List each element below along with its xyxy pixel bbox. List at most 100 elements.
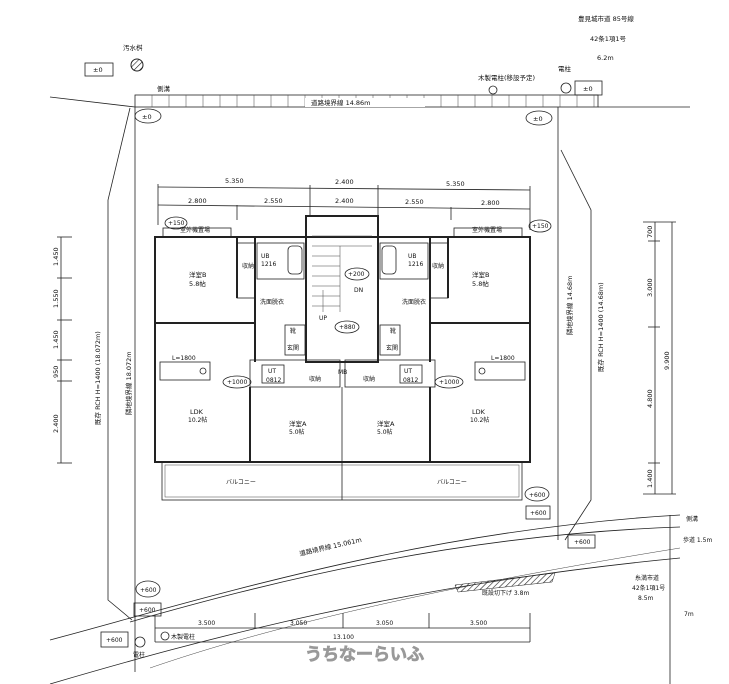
sidewalk-label: 歩道 1.5m [683,536,712,544]
dim-label: 3.050 [290,620,307,627]
stairs-down-label: DN [354,287,363,294]
bottom-gutter-label: 側溝 [686,515,698,523]
dim-label: 5.350 [225,177,244,185]
right-dimensions: 700 3.000 4.800 1.400 9.900 隣地境界線 14.68m… [565,221,676,495]
lot-boundaries: ±0 ±0 [107,107,592,672]
level-label: +880 [339,324,356,331]
dim-label: 2.400 [52,414,60,433]
dim-label: 3.050 [376,620,393,627]
wood-pole-label: 木製電柱 [171,633,195,641]
wood-pole-icon [488,85,498,95]
ut-label: UT [404,368,412,375]
distance-label: 7m [684,611,694,618]
storage-label: 収納 [432,262,444,270]
room-western-b-right: 洋室B [472,270,489,279]
outdoor-unit-label: 室外機置場 [180,226,210,234]
level-label: +600 [574,539,591,546]
top-road-info: 豊見城市道 85号線 42条1項1号 6.2m 汚水桝 ±0 側溝 木製電柱(移… [84,14,634,96]
balcony-label: バルコニー [437,479,467,486]
watermark: うちなーらいふ [305,645,424,665]
room-western-a-left: 洋室A [289,419,307,428]
stairs-up-label: UP [319,315,327,322]
outdoor-unit-label: 室外機置場 [472,226,502,234]
level-label: +600 [529,492,546,499]
top-dimensions: 5.350 2.400 5.350 2.800 2.550 2.400 2.55… [157,177,531,230]
level-label: ±0 [583,85,593,93]
level-label: ±0 [93,66,103,74]
dim-total-label: 9.900 [663,351,671,370]
ut-size: 0812 [266,377,281,384]
room-labels: 洋室B 5.8帖 洋室B 5.8帖 収納 収納 UB 1216 UB 1216 … [172,226,515,486]
right-boundary-label: 隣地境界線 14.68m [565,275,574,335]
dim-label: 4.800 [646,389,654,408]
dim-label: 3.000 [646,278,654,297]
dim-label: 2.550 [264,197,283,205]
wood-pole-icon [160,631,170,641]
dim-label: 2.800 [481,199,500,207]
left-boundary-label: 隣地境界線 18.072m [124,351,133,415]
room-ldk-left: LDK [190,408,204,416]
bottom-road-class: 42条1項1号 [632,584,665,592]
bottom-road-name: 糸満市道 [635,574,659,582]
level-label: +200 [348,271,365,278]
top-road-width: 6.2m [597,54,614,62]
room-western-a-right: 洋室A [377,419,395,428]
top-road-name: 豊見城市道 85号線 [578,14,634,23]
washroom-label: 洗面脱衣 [260,298,284,306]
pole-icon [134,636,146,648]
ub-size: 1216 [408,261,423,268]
dim-total-label: 13.100 [333,634,354,641]
level-markers: +150 +150 +200 +880 +1000 +1000 +600 +60… [100,216,596,648]
wood-pole-label: 木製電柱(移設予定) [478,73,535,82]
entrance-label: 玄関 [287,344,299,352]
level-label: +600 [140,587,157,594]
shoes-label: 靴 [290,327,296,335]
room-size: 5.8帖 [472,279,489,288]
pole-icon [560,82,572,94]
manhole-icon [130,58,144,72]
right-wall-label: 既存 RCH H=1400 (14.68m) [596,282,605,372]
dim-label: 950 [52,366,60,378]
room-ldk-right: LDK [472,408,486,416]
dim-label: 2.400 [335,197,354,205]
dim-label: 2.550 [405,198,424,206]
pole-label: 電柱 [558,64,572,73]
level-label: ±0 [142,113,152,121]
bottom-boundary-label: 道路境界線 15.061m [298,535,362,558]
ub-label: UB [408,253,417,260]
room-size: 5.0帖 [289,428,305,436]
dim-label: 1.400 [646,469,654,488]
shoes-label: 靴 [390,327,396,335]
left-dimensions: 1.450 1.550 1.450 950 2.400 既存 RCH H=140… [52,236,133,464]
dim-label: 2.400 [335,178,354,186]
level-label: +1000 [439,379,459,386]
level-label: +600 [139,607,156,614]
dim-label: 1.450 [52,247,60,266]
dim-label: 3.500 [198,620,215,627]
left-wall-label: 既存 RCH H=1400 (18.072m) [93,331,102,425]
manhole-label: 汚水桝 [123,43,143,52]
storage-label: 収納 [309,375,321,383]
mb-label: MB [338,369,347,376]
kitchen-length: L=1800 [172,355,196,362]
building-floor-plan [154,215,531,501]
bottom-road-width: 8.5m [638,595,654,602]
balcony-label: バルコニー [226,479,256,486]
dim-label: 1.450 [52,330,60,349]
curb-cut-hatch [454,572,556,593]
pole-label: 電柱 [133,651,145,659]
dim-label: 3.500 [470,620,487,627]
level-box [84,62,114,77]
top-gutter-label: 側溝 [157,84,171,93]
kitchen-length: L=1800 [491,355,515,362]
level-label: +600 [106,637,123,644]
storage-label: 収納 [242,262,254,270]
level-label: +150 [168,220,185,227]
storage-label: 収納 [363,375,375,383]
level-label: +1000 [227,379,247,386]
top-gutter: 道路境界線 14.86m [49,94,690,108]
room-size: 5.0帖 [377,428,393,436]
dim-label: 2.800 [188,197,207,205]
entrance-label: 玄関 [386,344,398,352]
